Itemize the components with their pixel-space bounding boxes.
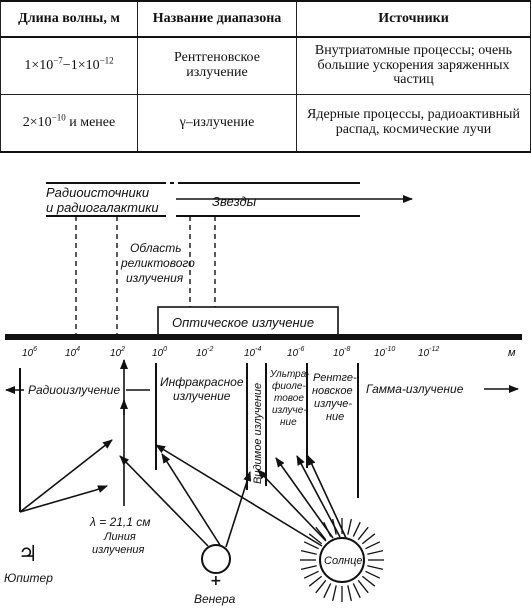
tick-label: 100 <box>152 346 167 359</box>
table-row: 1×10−7−1×10−12 Рентгеновское излучение В… <box>0 36 531 95</box>
cell-range-name: γ–излучение <box>137 94 297 153</box>
label-radio: Радиоизлучение <box>28 383 120 397</box>
label-optical: Оптическое излучение <box>172 315 314 330</box>
label-ir-2: излучение <box>173 389 231 403</box>
sun-ray <box>303 541 319 550</box>
label-sun: Солнце <box>324 555 362 567</box>
sun-ray <box>352 583 361 599</box>
label-jupiter: Юпитер <box>4 571 53 585</box>
sun-ray <box>323 583 332 599</box>
table-header-row: Длина волны, м Название диапазона Источн… <box>0 0 531 38</box>
sun-ray <box>347 518 352 535</box>
sun-icon <box>300 518 384 602</box>
tick-label: 10-12 <box>418 346 439 359</box>
label-venus: Венера <box>194 592 236 606</box>
sun-ray <box>361 533 376 545</box>
sun-arrow-uv <box>275 457 334 539</box>
sun-ray <box>300 565 317 570</box>
svg-text:излуче-: излуче- <box>314 398 352 410</box>
tick-label: 10-6 <box>287 346 304 359</box>
svg-text:новское: новское <box>312 385 353 397</box>
sun-ray <box>308 533 323 545</box>
cell-sources: Внутриатомные процессы; очень большие ус… <box>296 36 531 95</box>
svg-text:Ультра-: Ультра- <box>269 369 310 380</box>
label-stars: Звезды <box>212 194 257 209</box>
label-radio-sources-1: Радиоисточники <box>46 185 149 200</box>
sun-ray <box>365 570 381 579</box>
table-row: 2×10−10 и менее γ–излучение Ядерные проц… <box>0 94 531 153</box>
jupiter-arrow-1 <box>19 439 113 513</box>
label-21cm-2: Линия <box>103 531 136 543</box>
sun-arrow-ir <box>155 444 323 547</box>
jupiter-arrow-3 <box>95 485 108 493</box>
venus-arrow-2 <box>161 453 221 546</box>
tick-label: 10-8 <box>333 346 350 359</box>
header-wavelength: Длина волны, м <box>0 0 138 38</box>
cell-sources: Ядерные процессы, радиоактивный распад, … <box>296 94 531 153</box>
cell-wavelength: 1×10−7−1×10−12 <box>0 36 138 95</box>
jupiter-arrow-2 <box>19 489 97 513</box>
venus-cross-icon: + <box>210 573 222 589</box>
sun-ray <box>352 521 361 537</box>
svg-text:товое: товое <box>274 393 304 404</box>
sun-ray <box>303 570 319 579</box>
tick-label: 10-10 <box>374 346 395 359</box>
jupiter-icon: ♃ <box>18 542 38 567</box>
sun-ray <box>315 579 327 594</box>
sun-ray <box>367 550 384 555</box>
tick-label: 102 <box>110 346 125 359</box>
label-visible: Видимое излучение <box>252 383 264 484</box>
label-ir-1: Инфракрасное <box>160 375 244 389</box>
axis-ticks: 106 104 102 100 10-2 10-4 10-6 10-8 10-1… <box>22 346 516 359</box>
svg-text:Рентге-: Рентге- <box>313 372 357 384</box>
svg-text:фиоле-: фиоле- <box>272 380 306 392</box>
cell-range-name: Рентгеновское излучение <box>137 36 297 95</box>
sun-arrow-uv-2 <box>296 455 341 538</box>
header-range-name: Название диапазона <box>137 0 297 38</box>
label-gamma: Гамма-излучение <box>366 382 464 396</box>
svg-text:ние: ние <box>280 417 297 428</box>
label-21cm-3: излучения <box>92 544 145 556</box>
tick-label: 10-2 <box>196 346 213 359</box>
sun-ray <box>367 565 384 570</box>
label-uv: Ультра- фиоле- товое излуче- ние <box>269 369 310 428</box>
cell-wavelength: 2×10−10 и менее <box>0 94 138 153</box>
venus-arrow-3 <box>225 471 252 548</box>
axis-unit: м <box>508 347 516 359</box>
header-sources: Источники <box>296 0 531 38</box>
tick-label: 106 <box>22 346 37 359</box>
venus-arrow-1 <box>119 455 209 547</box>
label-relic-1: Область <box>130 241 182 255</box>
sun-ray <box>357 579 369 594</box>
label-radio-sources-2: и радиогалактики <box>46 200 159 215</box>
sun-ray <box>315 526 327 541</box>
label-xray: Рентге- новское излуче- ние <box>312 372 357 423</box>
sun-ray <box>357 526 369 541</box>
sun-ray <box>365 541 381 550</box>
tick-label: 10-4 <box>244 346 261 359</box>
label-relic-3: излучения <box>126 271 184 285</box>
sun-ray <box>361 575 376 587</box>
sun-arrow-xray <box>307 455 347 539</box>
sun-ray <box>347 585 352 602</box>
sun-arrow-visible <box>257 469 327 542</box>
svg-text:излуче-: излуче- <box>272 405 307 416</box>
venus-icon <box>201 544 231 574</box>
sun-ray <box>300 550 317 555</box>
svg-text:ние: ние <box>326 411 344 423</box>
sun-disk <box>319 537 365 583</box>
optical-box <box>157 306 339 336</box>
label-21cm-1: λ = 21,1 см <box>89 515 151 529</box>
sun-ray <box>332 585 337 602</box>
sources-table: Длина волны, м Название диапазона Источн… <box>0 0 531 153</box>
tick-label: 104 <box>65 346 80 359</box>
sun-ray <box>308 575 323 587</box>
label-relic-2: реликтового <box>120 256 195 270</box>
